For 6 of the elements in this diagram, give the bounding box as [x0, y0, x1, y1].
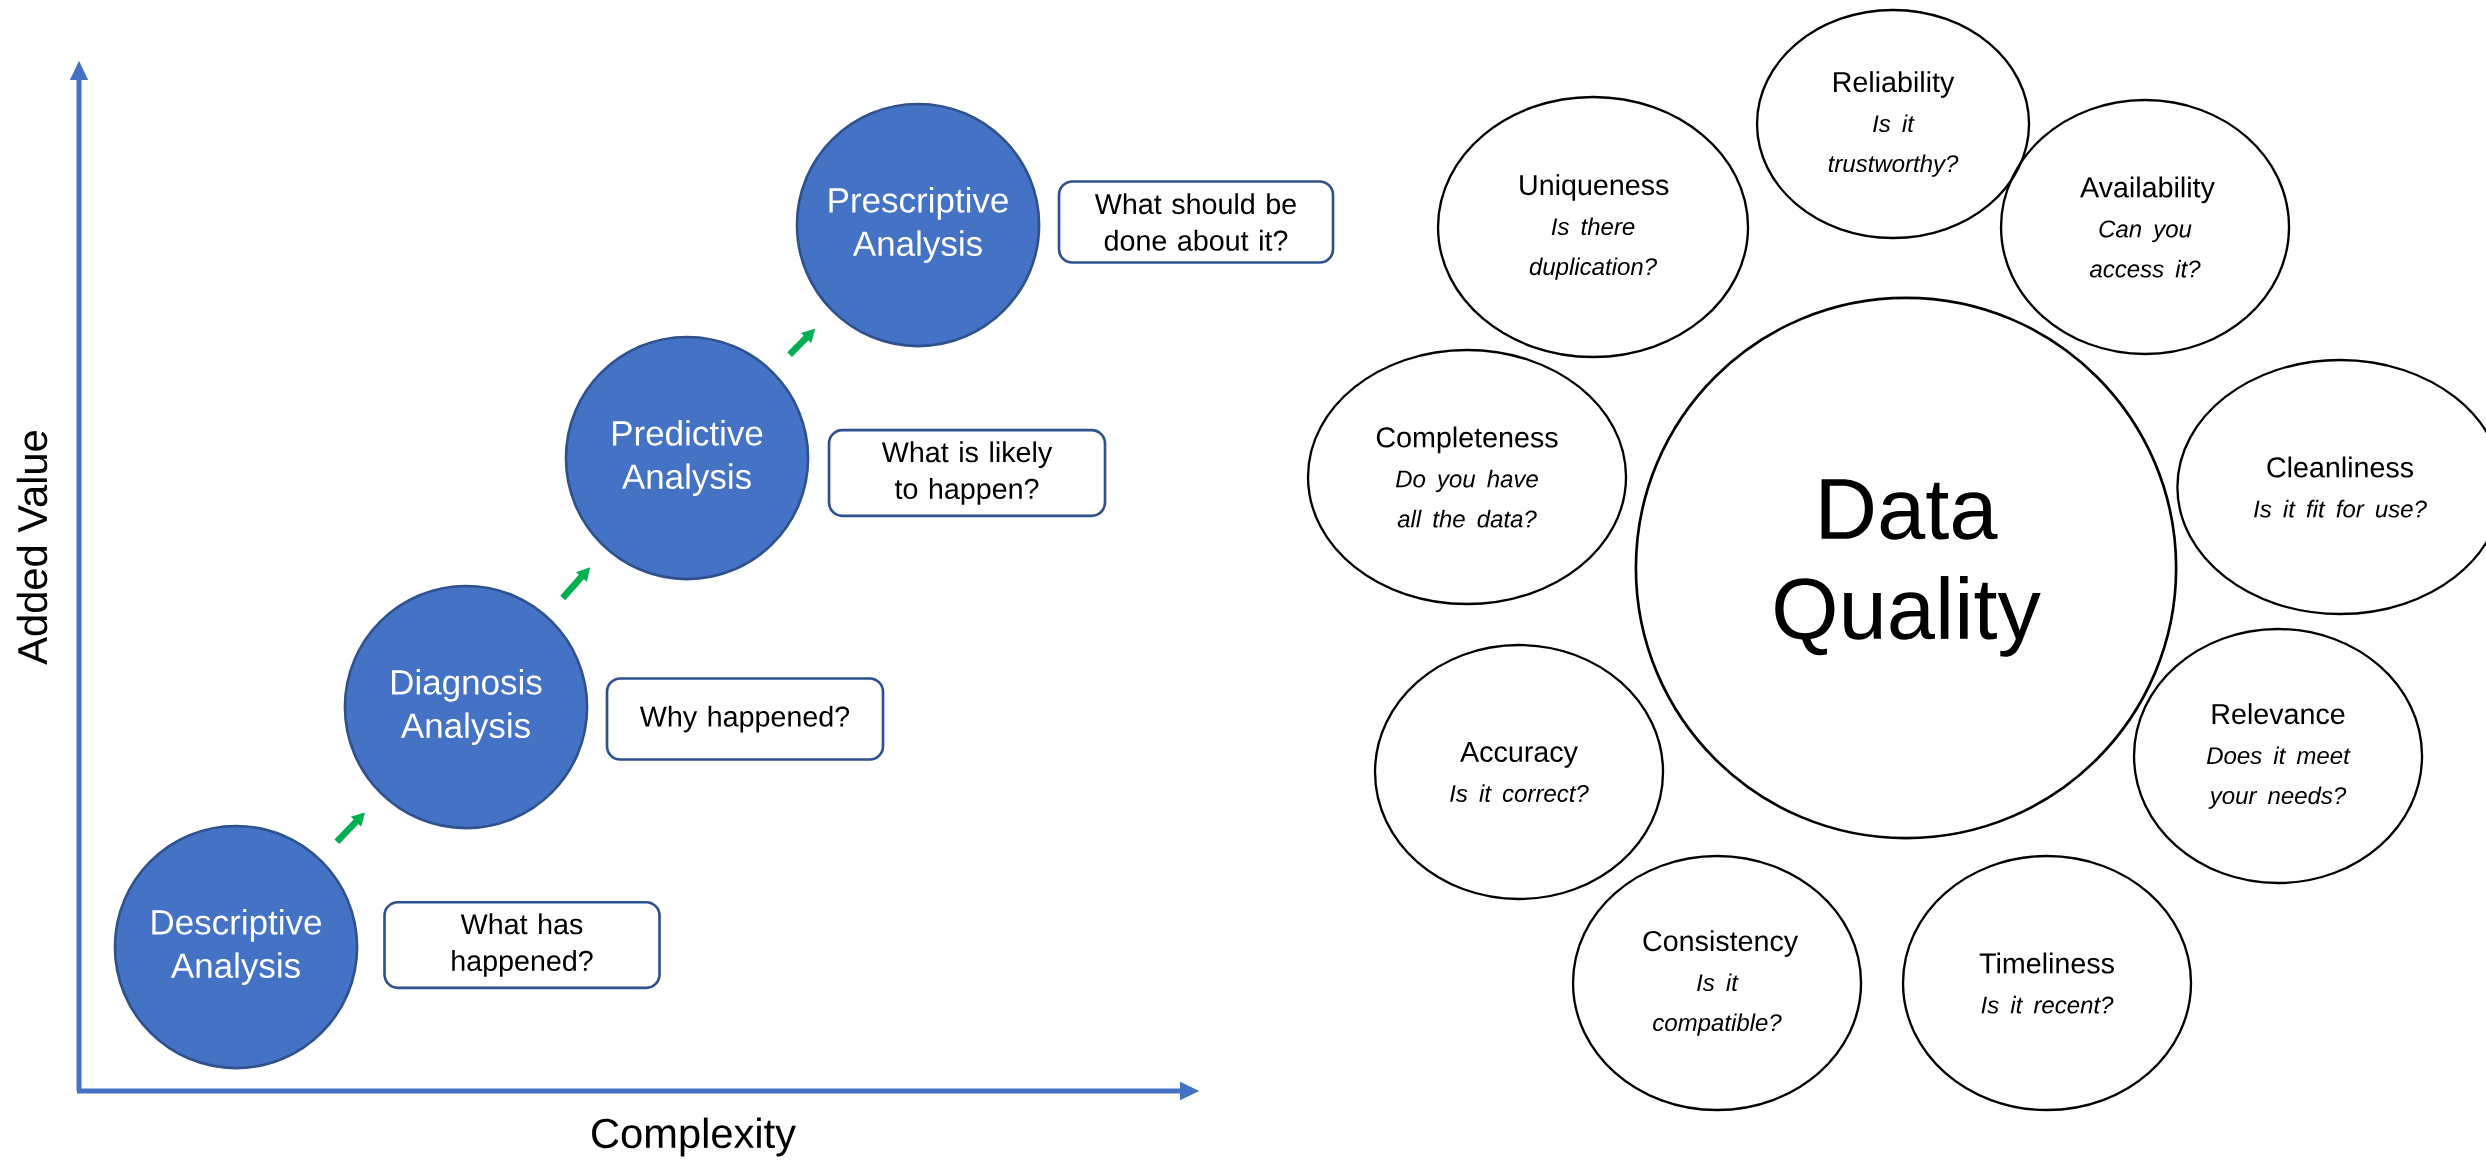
question-box: What has happened? — [383, 900, 661, 990]
question-box: Why happened? — [605, 677, 885, 761]
axis-label: Added Value — [16, 431, 48, 665]
axis-label: Complexity — [592, 1117, 796, 1157]
question-box: What is likely to happen? — [827, 428, 1107, 518]
question-box: What should be done about it? — [1057, 180, 1335, 264]
